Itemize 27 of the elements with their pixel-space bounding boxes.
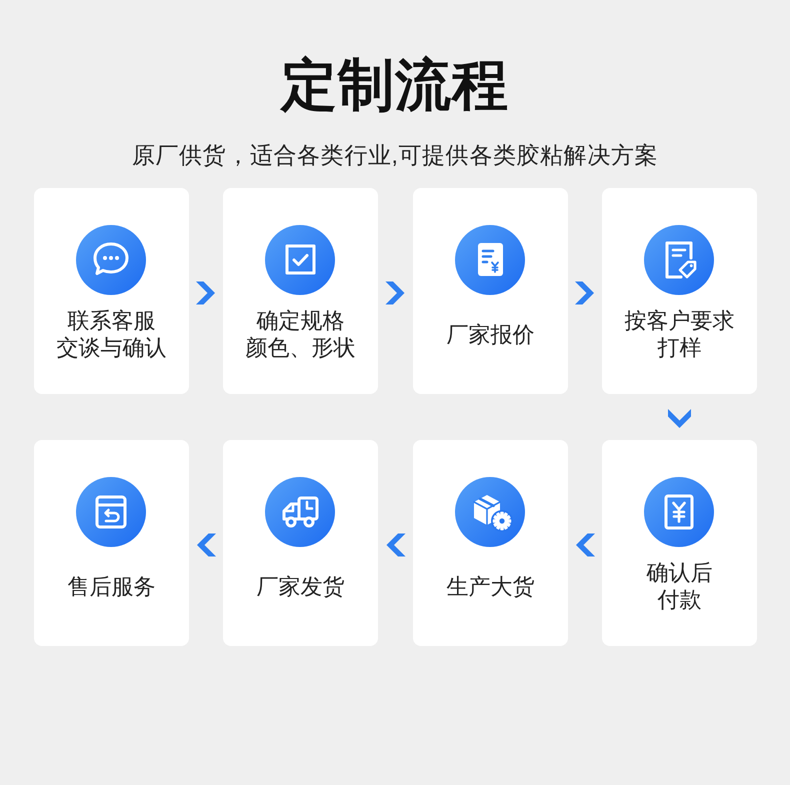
step-card xyxy=(602,188,757,394)
step-card xyxy=(602,440,757,646)
step-card xyxy=(34,440,189,646)
step-label: 生产大货 xyxy=(446,572,534,600)
step-label: 确定规格 xyxy=(256,307,344,334)
step-card xyxy=(34,188,189,394)
chevron-arrow xyxy=(575,282,594,304)
step-card xyxy=(413,188,568,394)
step-label: 颜色、形状 xyxy=(246,334,356,361)
chevron-arrow xyxy=(576,534,595,556)
chevron-arrow xyxy=(196,282,215,304)
step-card xyxy=(413,440,568,646)
step-label: 确认后付款 xyxy=(645,559,714,613)
step-card xyxy=(223,440,378,646)
chevron-arrow xyxy=(668,409,691,428)
step-label: 售后服务 xyxy=(68,572,156,600)
step-label: 厂家报价 xyxy=(446,320,534,348)
title: 定制流程 xyxy=(281,52,509,118)
step-label: 交谈与确认 xyxy=(56,334,166,361)
step-card xyxy=(223,188,378,394)
subtitle: 原厂供货，适合各类行业,可提供各类胶粘解决方案 xyxy=(132,141,658,170)
chevron-arrow xyxy=(197,534,216,556)
chevron-arrow xyxy=(386,534,406,556)
step-label: 按客户要求打样 xyxy=(624,307,736,361)
chevron-arrow xyxy=(386,282,404,304)
step-label: 厂家发货 xyxy=(256,572,344,600)
step-label: 联系客服 xyxy=(68,307,156,334)
